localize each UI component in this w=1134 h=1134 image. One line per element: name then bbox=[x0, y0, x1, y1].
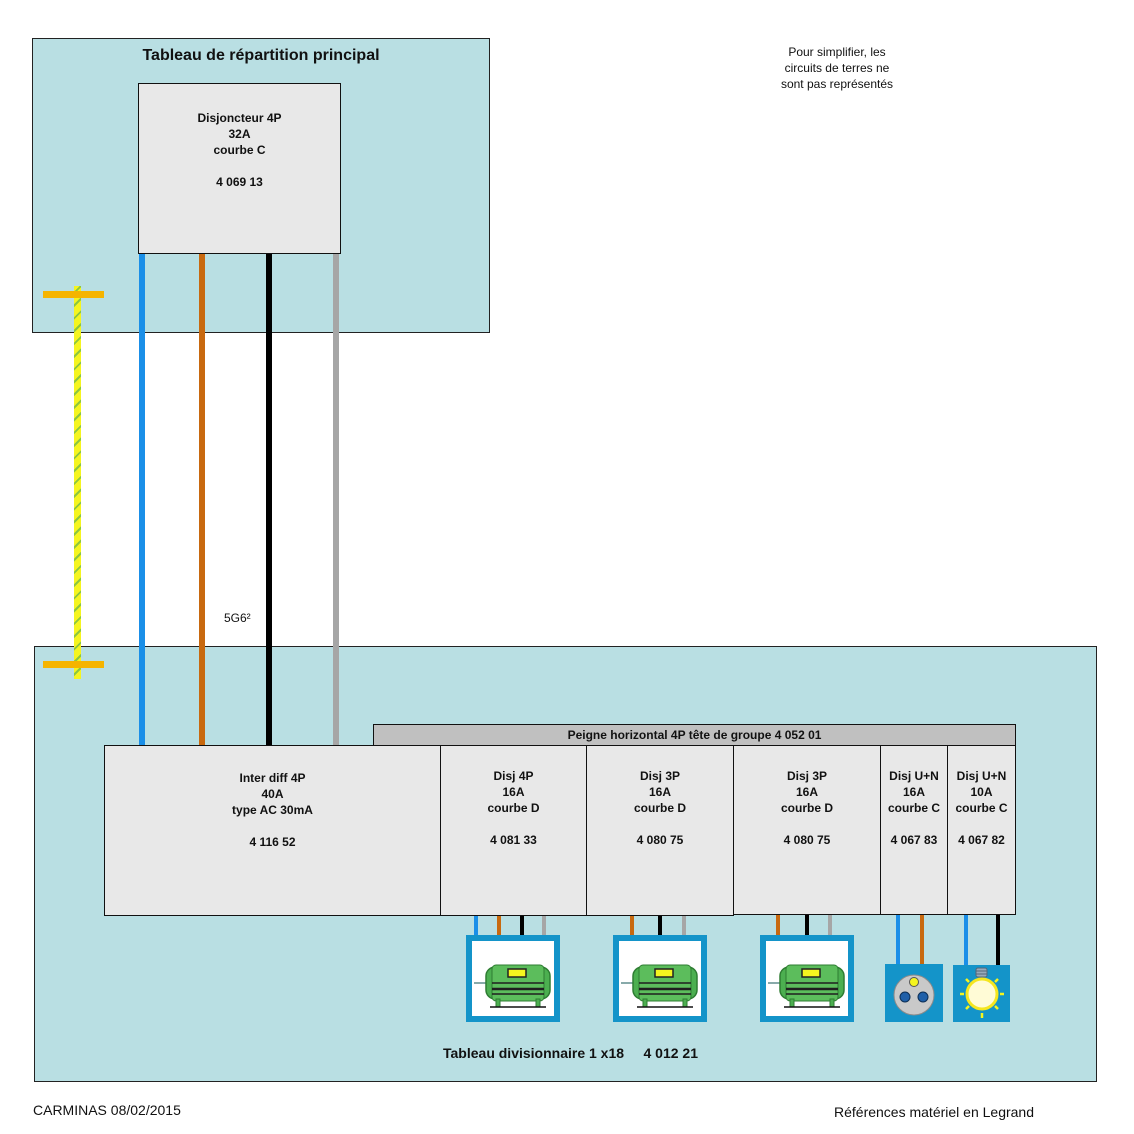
load3-wire-brown bbox=[776, 915, 780, 937]
load4-wire-blue bbox=[896, 915, 900, 965]
author-date: CARMINAS 08/02/2015 bbox=[33, 1102, 181, 1118]
load1-wire-blue bbox=[474, 916, 478, 937]
motor-icon bbox=[768, 964, 845, 1008]
disj-un-16-label-2: 16A bbox=[902, 785, 925, 799]
module-inter-diff[interactable]: Inter diff 4P 40A type AC 30mA 4 116 52 bbox=[104, 745, 441, 916]
load1-wire-grey bbox=[542, 916, 546, 937]
motor-icon bbox=[621, 964, 698, 1008]
wire-phase-grey bbox=[333, 254, 339, 745]
motor-load-3[interactable] bbox=[760, 935, 854, 1022]
disj-3p-b-label-2: 16A bbox=[795, 785, 818, 799]
wire-neutral-blue bbox=[139, 254, 145, 745]
wire-earth-green-yellow bbox=[74, 286, 81, 679]
module-disj-3p-b[interactable]: Disj 3P 16A courbe D 4 080 75 bbox=[733, 745, 881, 915]
note-line-1: Pour simplifier, les bbox=[788, 45, 886, 59]
inter-diff-reference: 4 116 52 bbox=[249, 835, 296, 849]
inter-diff-label-1: Inter diff 4P bbox=[239, 771, 306, 785]
disj-3p-b-label-3: courbe D bbox=[780, 801, 833, 815]
load1-wire-black bbox=[520, 916, 524, 937]
disj-4p-label-2: 16A bbox=[502, 785, 525, 799]
disj-4p-reference: 4 081 33 bbox=[490, 833, 537, 847]
earth-circuits-note: Pour simplifier, les circuits de terres … bbox=[752, 44, 922, 92]
note-line-2: circuits de terres ne bbox=[784, 61, 890, 75]
load5-wire-black bbox=[996, 915, 1000, 967]
earth-bar-top bbox=[43, 291, 104, 298]
main-breaker-label-2: 32A bbox=[228, 127, 251, 141]
inter-diff-label-3: type AC 30mA bbox=[232, 803, 313, 817]
motor-load-2[interactable] bbox=[613, 935, 707, 1022]
load5-wire-blue bbox=[964, 915, 968, 967]
wire-phase-black bbox=[266, 254, 272, 745]
disj-3p-a-reference: 4 080 75 bbox=[636, 833, 684, 847]
earth-bar-bottom bbox=[43, 661, 104, 668]
module-disj-un-10[interactable]: Disj U+N 10A courbe C 4 067 82 bbox=[947, 745, 1016, 915]
load3-wire-black bbox=[805, 915, 809, 937]
disj-un-10-reference: 4 067 82 bbox=[958, 833, 1005, 847]
socket-icon bbox=[893, 974, 935, 1016]
load2-wire-brown bbox=[630, 916, 634, 937]
main-breaker-reference: 4 069 13 bbox=[216, 175, 263, 189]
disj-un-10-label-1: Disj U+N bbox=[956, 769, 1007, 783]
disj-3p-a-label-1: Disj 3P bbox=[639, 769, 681, 783]
load3-wire-grey bbox=[828, 915, 832, 937]
load1-wire-brown bbox=[497, 916, 501, 937]
module-disj-4p[interactable]: Disj 4P 16A courbe D 4 081 33 bbox=[440, 745, 587, 916]
motor-icon bbox=[474, 964, 551, 1008]
load2-wire-black bbox=[658, 916, 662, 937]
disj-3p-b-reference: 4 080 75 bbox=[783, 833, 831, 847]
references-note: Références matériel en Legrand bbox=[834, 1104, 1035, 1120]
comb-busbar: Peigne horizontal 4P tête de groupe 4 05… bbox=[373, 724, 1016, 747]
main-breaker-label-1: Disjoncteur 4P bbox=[197, 111, 282, 125]
cable-label: 5G6² bbox=[224, 611, 251, 625]
note-line-3: sont pas représentés bbox=[780, 77, 894, 91]
disj-un-16-label-1: Disj U+N bbox=[889, 769, 939, 783]
disj-un-16-label-3: courbe C bbox=[887, 801, 940, 815]
main-panel-title: Tableau de répartition principal bbox=[142, 47, 380, 64]
socket-load[interactable] bbox=[885, 964, 943, 1022]
disj-un-10-label-2: 10A bbox=[970, 785, 993, 799]
disj-3p-a-label-3: courbe D bbox=[633, 801, 686, 815]
load4-wire-brown bbox=[920, 915, 924, 965]
disj-un-10-label-3: courbe C bbox=[955, 801, 1008, 815]
module-disj-3p-a[interactable]: Disj 3P 16A courbe D 4 080 75 bbox=[586, 745, 734, 916]
inter-diff-label-2: 40A bbox=[261, 787, 284, 801]
light-load[interactable] bbox=[953, 965, 1010, 1022]
load2-wire-grey bbox=[682, 916, 686, 937]
wire-phase-brown bbox=[199, 254, 205, 745]
module-disj-un-16[interactable]: Disj U+N 16A courbe C 4 067 83 bbox=[880, 745, 948, 915]
sub-panel-title: Tableau divisionnaire 1 x18 4 012 21 bbox=[443, 1045, 698, 1061]
disj-3p-a-label-2: 16A bbox=[648, 785, 671, 799]
disj-4p-label-3: courbe D bbox=[487, 801, 540, 815]
disj-un-16-reference: 4 067 83 bbox=[890, 833, 938, 847]
disj-3p-b-label-1: Disj 3P bbox=[786, 769, 828, 783]
main-breaker[interactable]: Disjoncteur 4P 32A courbe C 4 069 13 bbox=[138, 83, 341, 254]
motor-load-1[interactable] bbox=[466, 935, 560, 1022]
disj-4p-label-1: Disj 4P bbox=[493, 769, 534, 783]
light-bulb-icon bbox=[960, 967, 1004, 1018]
main-breaker-label-3: courbe C bbox=[213, 143, 266, 157]
